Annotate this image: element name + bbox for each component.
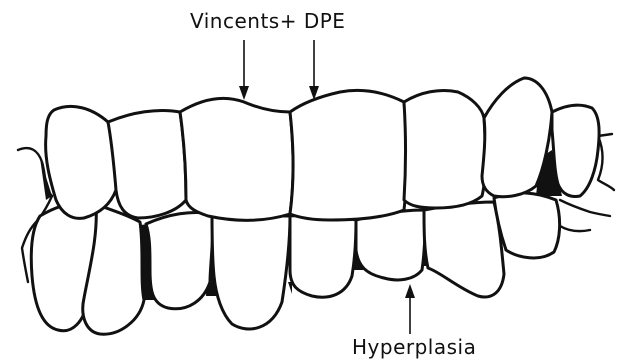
lower-tooth-8 <box>494 193 560 258</box>
gum-right-lower <box>560 200 610 231</box>
lower-tooth-7 <box>424 202 504 297</box>
upper-tooth-5 <box>404 90 485 208</box>
upper-tooth-2 <box>108 110 186 218</box>
lower-tooth-6 <box>356 210 425 280</box>
lower-tooth-3 <box>146 212 213 308</box>
lower-tooth-5 <box>290 215 356 297</box>
upper-tooth-1 <box>46 106 116 218</box>
arrowhead-vincents-1 <box>239 86 249 100</box>
lower-tooth-4 <box>212 214 290 329</box>
upper-tooth-4 <box>290 90 407 220</box>
upper-tooth-7 <box>552 105 599 196</box>
label-hyperplasia: Hyperplasia <box>352 335 476 359</box>
arrowhead-hyperplasia <box>405 284 415 298</box>
gum-right-upper <box>598 134 614 190</box>
label-vincents-dpe: Vincents+ DPE <box>190 9 345 33</box>
upper-tooth-3 <box>180 98 293 220</box>
